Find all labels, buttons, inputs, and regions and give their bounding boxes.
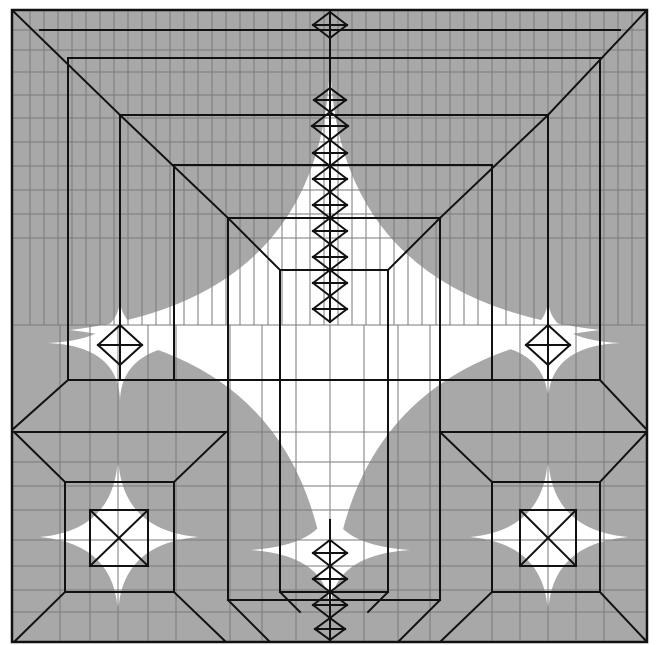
crease-pattern-diagram [0, 0, 661, 645]
